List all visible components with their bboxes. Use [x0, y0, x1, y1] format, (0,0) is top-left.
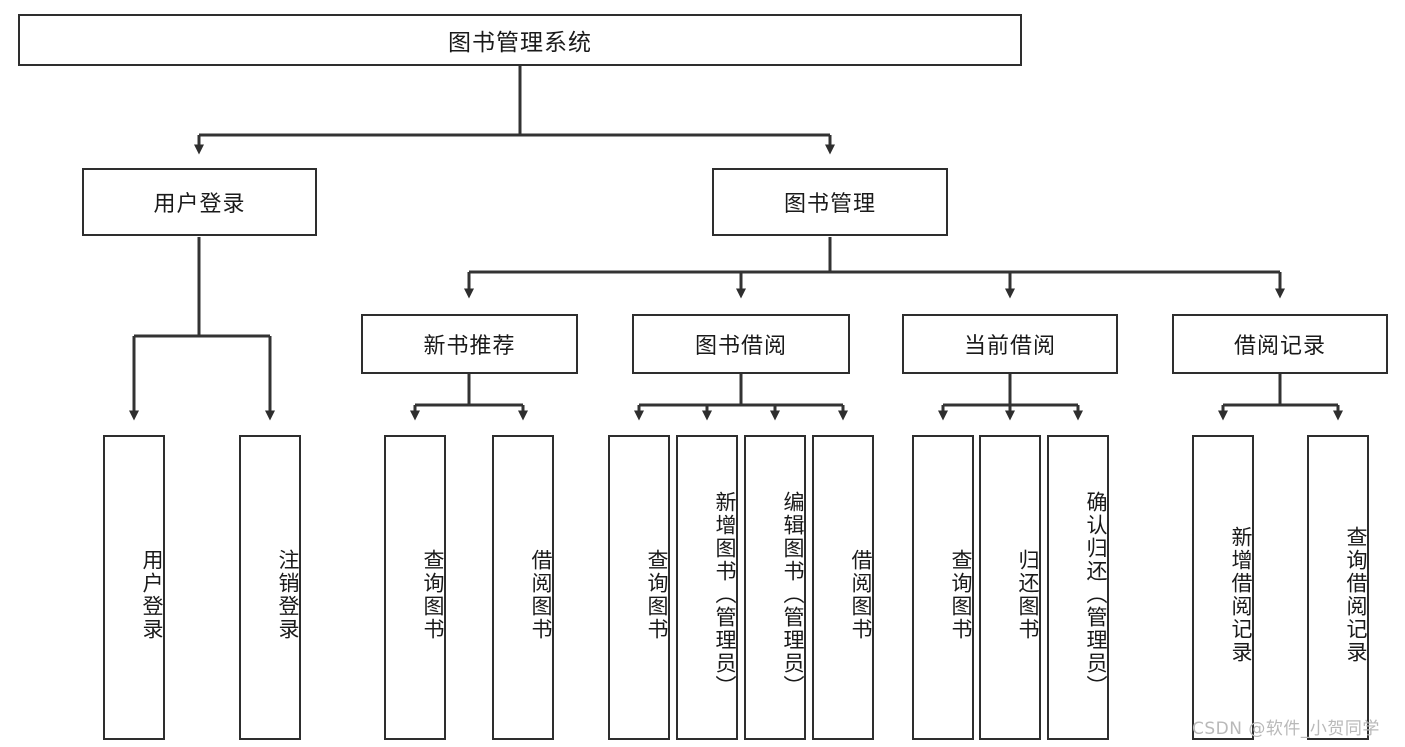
node-new-book-recommendation[interactable]: 新书推荐 [361, 314, 578, 374]
csdn-watermark: CSDN @软件_小贺同学 [1192, 719, 1380, 739]
leaf-current-borrow-query-book[interactable]: 查询图书 [912, 435, 974, 740]
node-book-management[interactable]: 图书管理 [712, 168, 948, 236]
node-root-book-management-system[interactable]: 图书管理系统 [18, 14, 1022, 66]
leaf-borrow-record-add-record[interactable]: 新增借阅记录 [1192, 435, 1254, 740]
leaf-new-book-query-book[interactable]: 查询图书 [384, 435, 446, 740]
leaf-current-borrow-confirm-return-admin[interactable]: 确认归还（管理员） [1047, 435, 1109, 740]
node-borrowing-record[interactable]: 借阅记录 [1172, 314, 1388, 374]
leaf-book-borrow-borrow-book[interactable]: 借阅图书 [812, 435, 874, 740]
leaf-book-borrow-edit-book-admin[interactable]: 编辑图书（管理员） [744, 435, 806, 740]
leaf-borrow-record-query-record[interactable]: 查询借阅记录 [1307, 435, 1369, 740]
leaf-book-borrow-add-book-admin[interactable]: 新增图书（管理员） [676, 435, 738, 740]
leaf-book-borrow-query-book[interactable]: 查询图书 [608, 435, 670, 740]
leaf-user-login-logout[interactable]: 注销登录 [239, 435, 301, 740]
leaf-new-book-borrow-book[interactable]: 借阅图书 [492, 435, 554, 740]
node-book-borrowing[interactable]: 图书借阅 [632, 314, 850, 374]
node-current-borrowing[interactable]: 当前借阅 [902, 314, 1118, 374]
leaf-user-login-login[interactable]: 用户登录 [103, 435, 165, 740]
leaf-current-borrow-return-book[interactable]: 归还图书 [979, 435, 1041, 740]
node-user-login[interactable]: 用户登录 [82, 168, 317, 236]
